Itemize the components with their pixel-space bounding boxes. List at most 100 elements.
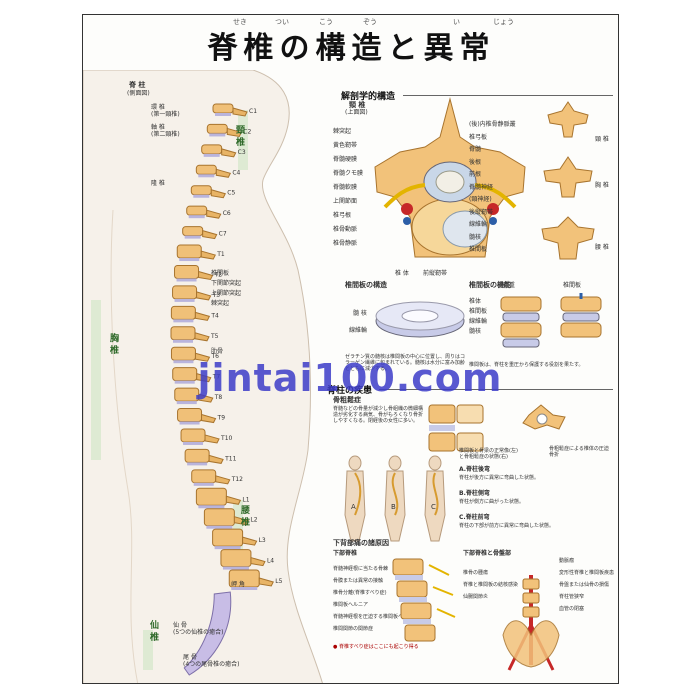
disc-label: 髄 核: [353, 310, 367, 317]
vertebra-body: [206, 123, 228, 134]
disc-function-heading: 椎間板の機能: [469, 281, 511, 289]
vertebra-id-label: T1: [216, 251, 225, 258]
intervertebral-disc: [215, 113, 231, 116]
small-view-label: 頸 椎: [595, 136, 609, 143]
spinous-process: [200, 250, 216, 260]
title-ruby: つい: [275, 18, 289, 26]
spinous-process: [225, 495, 242, 505]
lowback-right-labels-b: 動脈瘤 変形性脊椎と椎間板疾患 骨盤または仙骨の損傷 脊柱管狭窄 血管の閉塞: [559, 555, 614, 615]
watermark: jintai100.com: [197, 356, 503, 400]
anatomy-label: 後縦靭帯: [469, 208, 494, 216]
spine-subheading: (側面図): [127, 90, 150, 97]
disc-function-label: 椎体: [469, 298, 482, 305]
vertebra-id-label: T3: [212, 292, 221, 299]
disc-function-illustration: [500, 293, 602, 348]
spine-label: 下関節突起: [211, 280, 242, 287]
curvature-desc: 脊柱が側方に曲がった状態。: [459, 499, 525, 505]
lowback-heading: 下背部痛の諸原因: [333, 539, 389, 547]
vertebra-id-label: T4: [210, 312, 219, 319]
vertebra-body: [212, 103, 234, 114]
vertebra-body: [195, 487, 227, 506]
spinous-process: [202, 229, 218, 240]
intervertebral-disc: [198, 174, 215, 178]
vertebra-id-label: T5: [210, 333, 219, 340]
vertebra-id-label: T6: [210, 353, 219, 360]
lowback-label: 椎間関節の関節症: [333, 626, 374, 632]
vertebra-body: [190, 185, 212, 196]
intervertebral-disc: [173, 360, 194, 364]
vertebra-id-label: L1: [242, 496, 249, 503]
lowback-right-labels-a: 椎骨の腫瘍 脊椎と椎間板の結核感染 仙腸関節炎: [463, 567, 518, 603]
vertebra-id-label: C7: [219, 231, 227, 238]
disorders-caption1: 椎間板と骨梁の正常像(左)と骨粗鬆症の状態(右): [459, 448, 518, 460]
disc-function-label: 髄核: [469, 328, 482, 335]
lowback-left-labels: 脊髄神経根に当たる骨棘 骨膜または異常の接触 椎骨分離(脊椎すべり症) 椎間板ヘ…: [333, 563, 418, 635]
lowback-label: 骨盤または仙骨の損傷: [559, 582, 610, 588]
anatomy-label: 椎弓根: [333, 212, 352, 219]
vertebra-id-label: C4: [232, 169, 240, 176]
spinous-process: [258, 577, 274, 587]
vertebra-body: [203, 508, 235, 527]
figure-letter: A: [351, 503, 356, 511]
curvature-desc: 脊柱の下部が前方に異常に弯曲した状態。: [459, 523, 555, 529]
disc-label: 線維輪: [349, 327, 368, 334]
vertebra-id-label: L3: [259, 537, 266, 544]
title-ruby: こう: [319, 18, 333, 26]
disc-illustration: [375, 301, 465, 338]
vertebra-id-label: T2: [214, 271, 223, 278]
anatomy-label: 後根: [469, 158, 482, 166]
anatomy-label: 椎骨動脈: [333, 226, 358, 233]
lowback-label: 血管の閉塞: [559, 606, 585, 612]
intervertebral-disc: [214, 546, 241, 550]
vertebra-id-label: C3: [238, 149, 246, 156]
curvature-descriptions: A.脊柱後弯 脊柱が後方に異常に弯曲した状態。 B.脊柱側弯 脊柱が側方に曲がっ…: [459, 465, 554, 531]
vertebra-body: [184, 448, 210, 463]
disorders-heading: 脊柱の疾患: [327, 386, 373, 396]
anatomy-label: 椎弓板: [469, 133, 488, 141]
cervical-vertebra-illustration: [374, 97, 526, 258]
curvature-name: C.脊柱前弯: [459, 514, 490, 521]
vertebra-body: [172, 285, 198, 300]
vertebra-id-label: C5: [227, 190, 235, 197]
vertebra-body: [201, 144, 223, 155]
vertebra-id-label: C2: [243, 128, 251, 135]
anatomy-sub: 頸 椎: [349, 101, 366, 109]
pelvis-illustration: [502, 575, 560, 671]
spinous-process: [242, 536, 258, 546]
disorders-caption2: 骨粗鬆症による椎体の圧迫骨折: [549, 446, 609, 458]
intervertebral-disc: [176, 401, 197, 405]
spine-label: 仙 骨 (5つの仙椎の癒合): [173, 622, 224, 636]
anatomy-heading: 解剖学的構造: [341, 92, 396, 102]
region-cervical-label: 頸 椎: [234, 125, 244, 147]
osteoporosis-illustration: [428, 404, 566, 452]
spinous-process: [215, 168, 232, 178]
lowback-label: 椎間板ヘルニア: [333, 602, 369, 608]
disorders-divider: [379, 389, 613, 390]
lowback-label: 仙腸関節炎: [463, 594, 489, 600]
lowback-label: 動脈瘤: [559, 558, 575, 564]
vertebra-id-label: T12: [231, 476, 243, 483]
anatomy-label: 脊髄軟膜: [333, 184, 358, 191]
anatomy-divider: [403, 95, 613, 96]
curvature-name: A.脊柱後弯: [459, 466, 491, 473]
vertebra-id-label: T11: [224, 455, 236, 462]
vertebra-id-label: L2: [250, 517, 257, 524]
anatomy-label: 髄核: [469, 233, 482, 241]
spine-label: 隆 椎: [151, 180, 165, 187]
intervertebral-disc: [174, 298, 195, 302]
vertebra-small-views: [541, 101, 595, 260]
vertebra-body: [174, 264, 200, 279]
anatomy-bottom-label: 椎 体: [395, 270, 409, 277]
vertebra-id-label: C6: [223, 210, 231, 217]
vertebra-id-label: T10: [220, 435, 232, 442]
anatomy-label: 脊髄神経 (頸神経): [469, 183, 494, 204]
spinous-process: [210, 189, 227, 199]
intervertebral-disc: [188, 215, 205, 219]
spine-label: 軸 椎 (第二頸椎): [151, 124, 180, 138]
lowback-sub-left: 下部脊椎: [333, 550, 358, 557]
intervertebral-disc: [173, 339, 194, 343]
lowback-note: ● 脊椎すべり症はここにも起こり得る: [333, 644, 419, 650]
spinous-process: [198, 393, 214, 403]
lowback-label: 椎骨分離(脊椎すべり症): [333, 590, 387, 596]
